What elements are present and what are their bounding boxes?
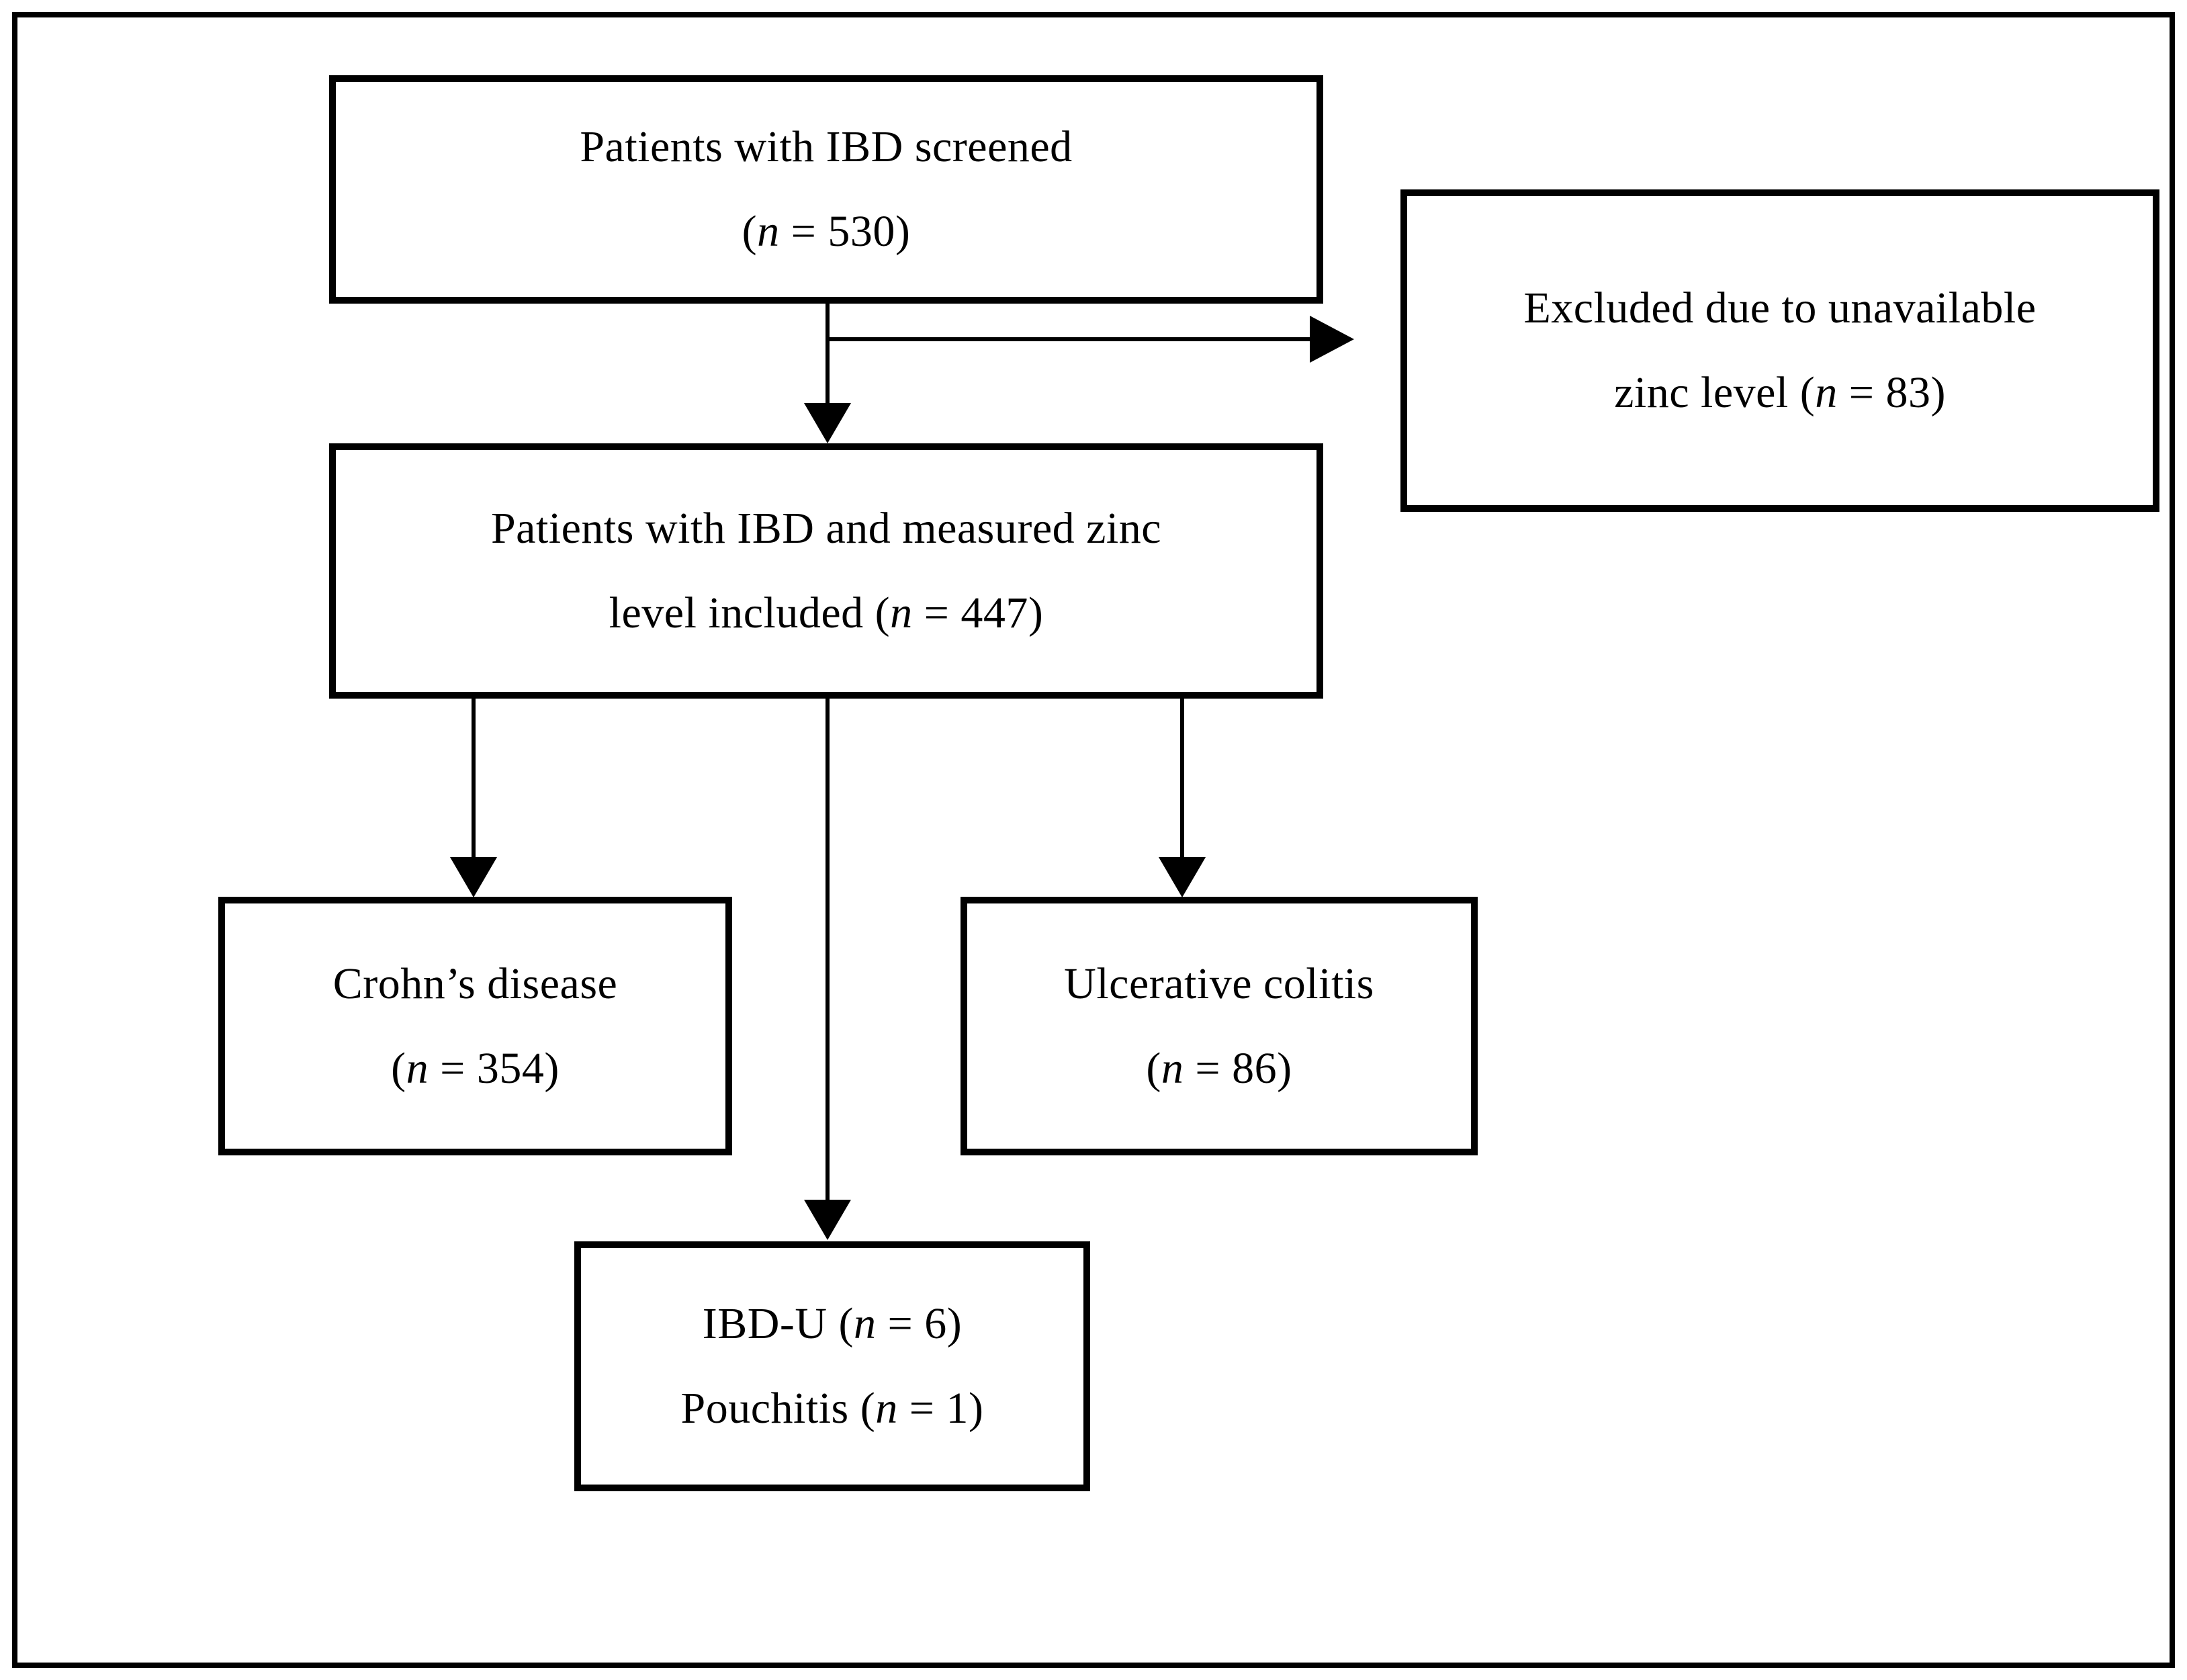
box-crohns-disease: Crohn’s disease (n = 354): [218, 897, 732, 1155]
arrowhead-down-icon: [804, 403, 851, 443]
box-text-line: (n = 354): [391, 1043, 560, 1093]
box-text-line: Pouchitis (n = 1): [680, 1384, 984, 1433]
box-text-line: (n = 530): [742, 207, 911, 256]
box-ulcerative-colitis: Ulcerative colitis (n = 86): [961, 897, 1478, 1155]
arrowhead-down-icon: [450, 857, 497, 897]
box-patients-included: Patients with IBD and measured zinc leve…: [329, 443, 1323, 699]
box-text-line: Crohn’s disease: [332, 959, 618, 1008]
box-patients-screened: Patients with IBD screened (n = 530): [329, 75, 1323, 304]
box-text-line: level included (n = 447): [609, 588, 1044, 637]
box-text-line: Excluded due to unavailable: [1523, 283, 2037, 333]
box-text-line: zinc level (n = 83): [1614, 368, 1946, 417]
arrowhead-down-icon: [1159, 857, 1206, 897]
box-ibdu-pouchitis: IBD-U (n = 6) Pouchitis (n = 1): [574, 1241, 1090, 1491]
box-text-line: Patients with IBD screened: [580, 122, 1073, 171]
arrowhead-down-icon: [804, 1200, 851, 1240]
box-text-line: (n = 86): [1146, 1043, 1292, 1093]
box-text-line: Patients with IBD and measured zinc: [490, 504, 1162, 553]
box-text-line: IBD-U (n = 6): [702, 1299, 963, 1348]
arrowhead-right-icon: [1310, 316, 1354, 363]
figure-border: [12, 12, 2175, 1668]
box-excluded: Excluded due to unavailable zinc level (…: [1400, 189, 2159, 512]
box-text-line: Ulcerative colitis: [1064, 959, 1374, 1008]
